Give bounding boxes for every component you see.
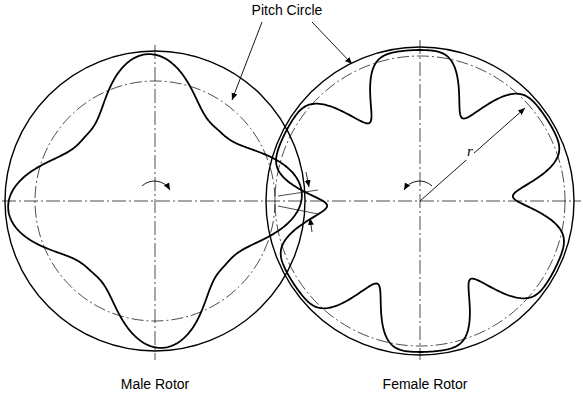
female-axis (420, 40, 421, 360)
radius-arrow (420, 108, 525, 201)
rotation-arrow (142, 181, 170, 190)
pitch-circle-label: Pitch Circle (252, 3, 323, 18)
clearance-line (278, 190, 318, 196)
rotation-arrow (404, 181, 432, 190)
leader-line (232, 22, 262, 100)
rotor-name: Male Rotor (121, 377, 189, 392)
female-rotor-profile (276, 50, 564, 352)
center-axis (2, 201, 581, 202)
male-rotor-profile (8, 54, 302, 348)
clearance-line (278, 206, 318, 214)
radius-label: r (466, 143, 474, 160)
male-axis (155, 45, 156, 360)
clearance-arrow (310, 218, 312, 232)
clearance-arrow (306, 172, 309, 187)
leader-line (312, 22, 352, 64)
rotor-name: Female Rotor (383, 377, 468, 392)
